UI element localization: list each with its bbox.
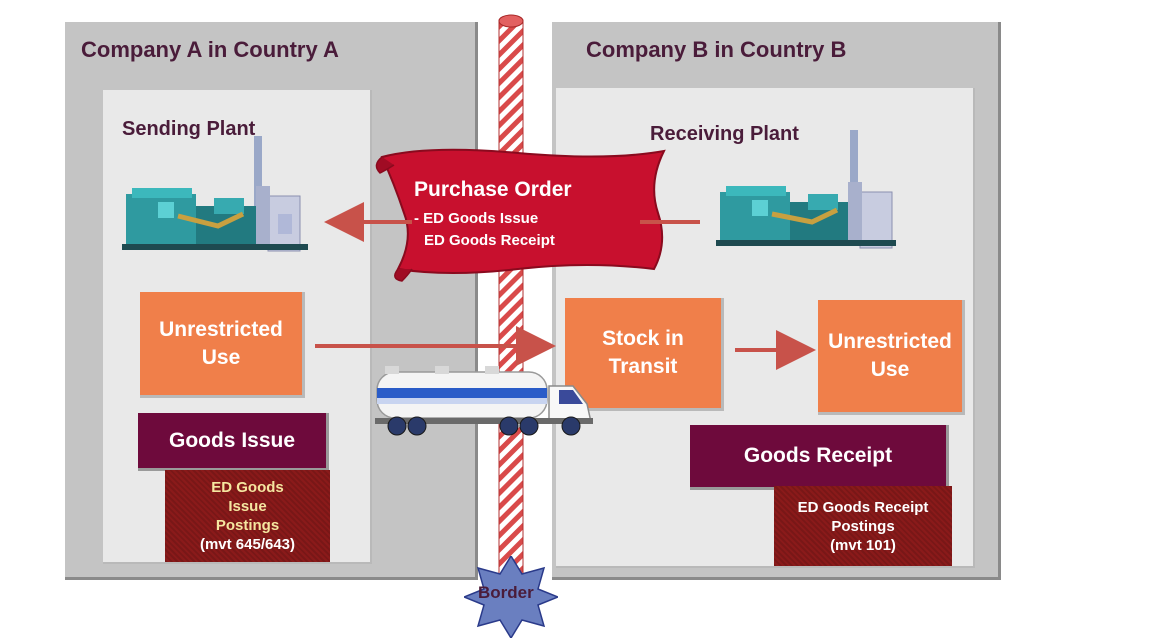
goods-receipt-box: Goods Receipt	[690, 425, 949, 490]
receiving-plant-label: Receiving Plant	[650, 123, 799, 145]
goods-receipt-posting-line2: Postings	[831, 517, 895, 535]
goods-receipt-postings-box: ED Goods Receipt Postings (mvt 101)	[774, 486, 952, 566]
sending-unrestricted-use-box: Unrestricted Use	[140, 292, 305, 398]
goods-issue-posting-line2: Issue	[228, 498, 267, 515]
goods-receipt-posting-line3: (mvt 101)	[830, 536, 896, 554]
purchase-order-item-1: - ED Goods Issue	[414, 210, 539, 227]
receiving-unrestricted-line2: Use	[870, 358, 910, 381]
company-b-title: Company B in Country B	[586, 37, 847, 62]
sending-unrestricted-line2: Use	[201, 345, 241, 369]
factory-icon	[122, 136, 308, 252]
goods-issue-posting-line3: Postings	[215, 517, 280, 534]
scroll-icon	[375, 148, 666, 282]
purchase-order-title: Purchase Order	[414, 178, 572, 201]
company-a-title: Company A in Country A	[81, 37, 339, 62]
border-pole	[498, 14, 524, 611]
purchase-order-item-2: ED Goods Receipt	[424, 232, 555, 249]
sending-unrestricted-line1: Unrestricted	[159, 317, 283, 341]
receiving-unrestricted-use-box: Unrestricted Use	[818, 300, 965, 415]
transit-line1: Stock in	[602, 327, 684, 350]
border-star-icon	[464, 556, 558, 638]
goods-receipt-posting-line1: ED Goods Receipt	[797, 498, 929, 516]
goods-issue-posting-line4: (mvt 645/643)	[199, 536, 296, 553]
goods-issue-box: Goods Issue	[138, 413, 329, 471]
stock-in-transit-box: Stock in Transit	[565, 298, 724, 411]
sending-plant-label: Sending Plant	[122, 118, 256, 140]
factory-icon	[716, 130, 896, 249]
border-label: Border	[478, 583, 534, 602]
goods-issue-postings-box: ED Goods Issue Postings (mvt 645/643)	[165, 470, 330, 562]
goods-issue-posting-line1: ED Goods	[211, 479, 284, 496]
transit-line2: Transit	[608, 355, 678, 378]
receiving-unrestricted-line1: Unrestricted	[828, 330, 952, 353]
truck-icon	[375, 366, 593, 436]
